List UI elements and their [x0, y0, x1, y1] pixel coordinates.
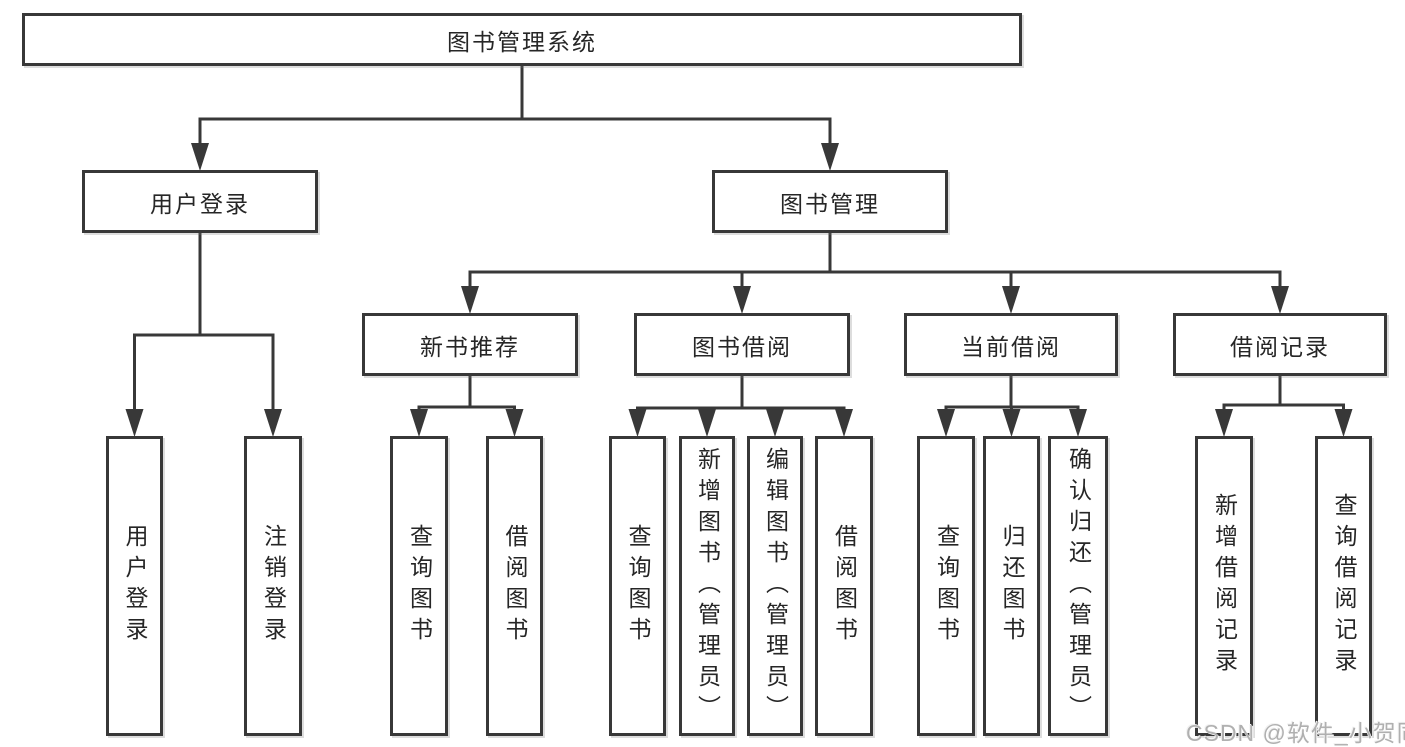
node-label-c3: 编辑图书（管理员） — [762, 446, 789, 726]
node-c1: 查询图书 — [609, 436, 666, 736]
node-label-a1: 用户登录 — [122, 524, 148, 648]
arrowhead — [821, 143, 839, 171]
arrowhead — [698, 409, 716, 437]
arrowhead — [628, 409, 647, 437]
arrowhead — [461, 286, 479, 314]
node-borrow: 图书借阅 — [634, 313, 850, 376]
node-records: 借阅记录 — [1173, 313, 1387, 376]
node-label-c2: 新增图书（管理员） — [694, 446, 721, 726]
arrowhead — [937, 409, 955, 437]
node-d2: 归还图书 — [983, 436, 1040, 736]
node-label-root: 图书管理系统 — [447, 28, 597, 55]
arrowhead — [1002, 409, 1021, 437]
node-label-borrow: 图书借阅 — [692, 333, 792, 360]
node-label-a2: 注销登录 — [260, 524, 287, 648]
node-label-newbook: 新书推荐 — [420, 333, 520, 360]
arrowhead — [733, 286, 751, 314]
arrowhead — [505, 409, 524, 437]
node-label-login: 用户登录 — [150, 190, 250, 217]
node-label-e1: 新增借阅记录 — [1211, 493, 1238, 679]
node-c4: 借阅图书 — [815, 436, 873, 736]
node-label-c1: 查询图书 — [625, 524, 651, 648]
node-e1: 新增借阅记录 — [1195, 436, 1253, 736]
node-root: 图书管理系统 — [22, 13, 1022, 66]
node-label-b2: 借阅图书 — [502, 524, 528, 648]
arrowhead — [766, 409, 784, 437]
arrowhead — [1002, 286, 1020, 314]
node-d3: 确认归还（管理员） — [1048, 436, 1108, 736]
watermark: CSDN @软件_小贺同学 — [1186, 720, 1405, 746]
node-label-mgmt: 图书管理 — [780, 190, 880, 217]
arrowhead — [191, 143, 209, 171]
node-login: 用户登录 — [82, 170, 318, 233]
node-a1: 用户登录 — [106, 436, 163, 736]
node-newbook: 新书推荐 — [362, 313, 578, 376]
node-label-current: 当前借阅 — [961, 333, 1061, 360]
node-a2: 注销登录 — [244, 436, 302, 736]
node-c3: 编辑图书（管理员） — [747, 436, 803, 736]
arrowhead — [125, 409, 144, 437]
arrowhead — [264, 409, 282, 437]
node-mgmt: 图书管理 — [712, 170, 948, 233]
node-label-records: 借阅记录 — [1230, 333, 1330, 360]
node-label-b1: 查询图书 — [406, 524, 433, 648]
node-label-d1: 查询图书 — [933, 524, 960, 648]
node-d1: 查询图书 — [917, 436, 975, 736]
arrowhead — [1271, 286, 1289, 314]
arrowhead — [410, 409, 428, 437]
arrowhead — [1334, 409, 1353, 437]
node-label-c4: 借阅图书 — [831, 524, 858, 648]
node-label-e2: 查询借阅记录 — [1331, 493, 1357, 679]
node-b2: 借阅图书 — [486, 436, 543, 736]
node-b1: 查询图书 — [390, 436, 448, 736]
node-c2: 新增图书（管理员） — [679, 436, 735, 736]
node-label-d3: 确认归还（管理员） — [1065, 446, 1092, 726]
node-label-d2: 归还图书 — [999, 524, 1025, 648]
arrowhead — [1215, 409, 1233, 437]
node-e2: 查询借阅记录 — [1315, 436, 1372, 736]
arrowhead — [835, 409, 853, 437]
arrowhead — [1069, 409, 1087, 437]
node-current: 当前借阅 — [904, 313, 1118, 376]
